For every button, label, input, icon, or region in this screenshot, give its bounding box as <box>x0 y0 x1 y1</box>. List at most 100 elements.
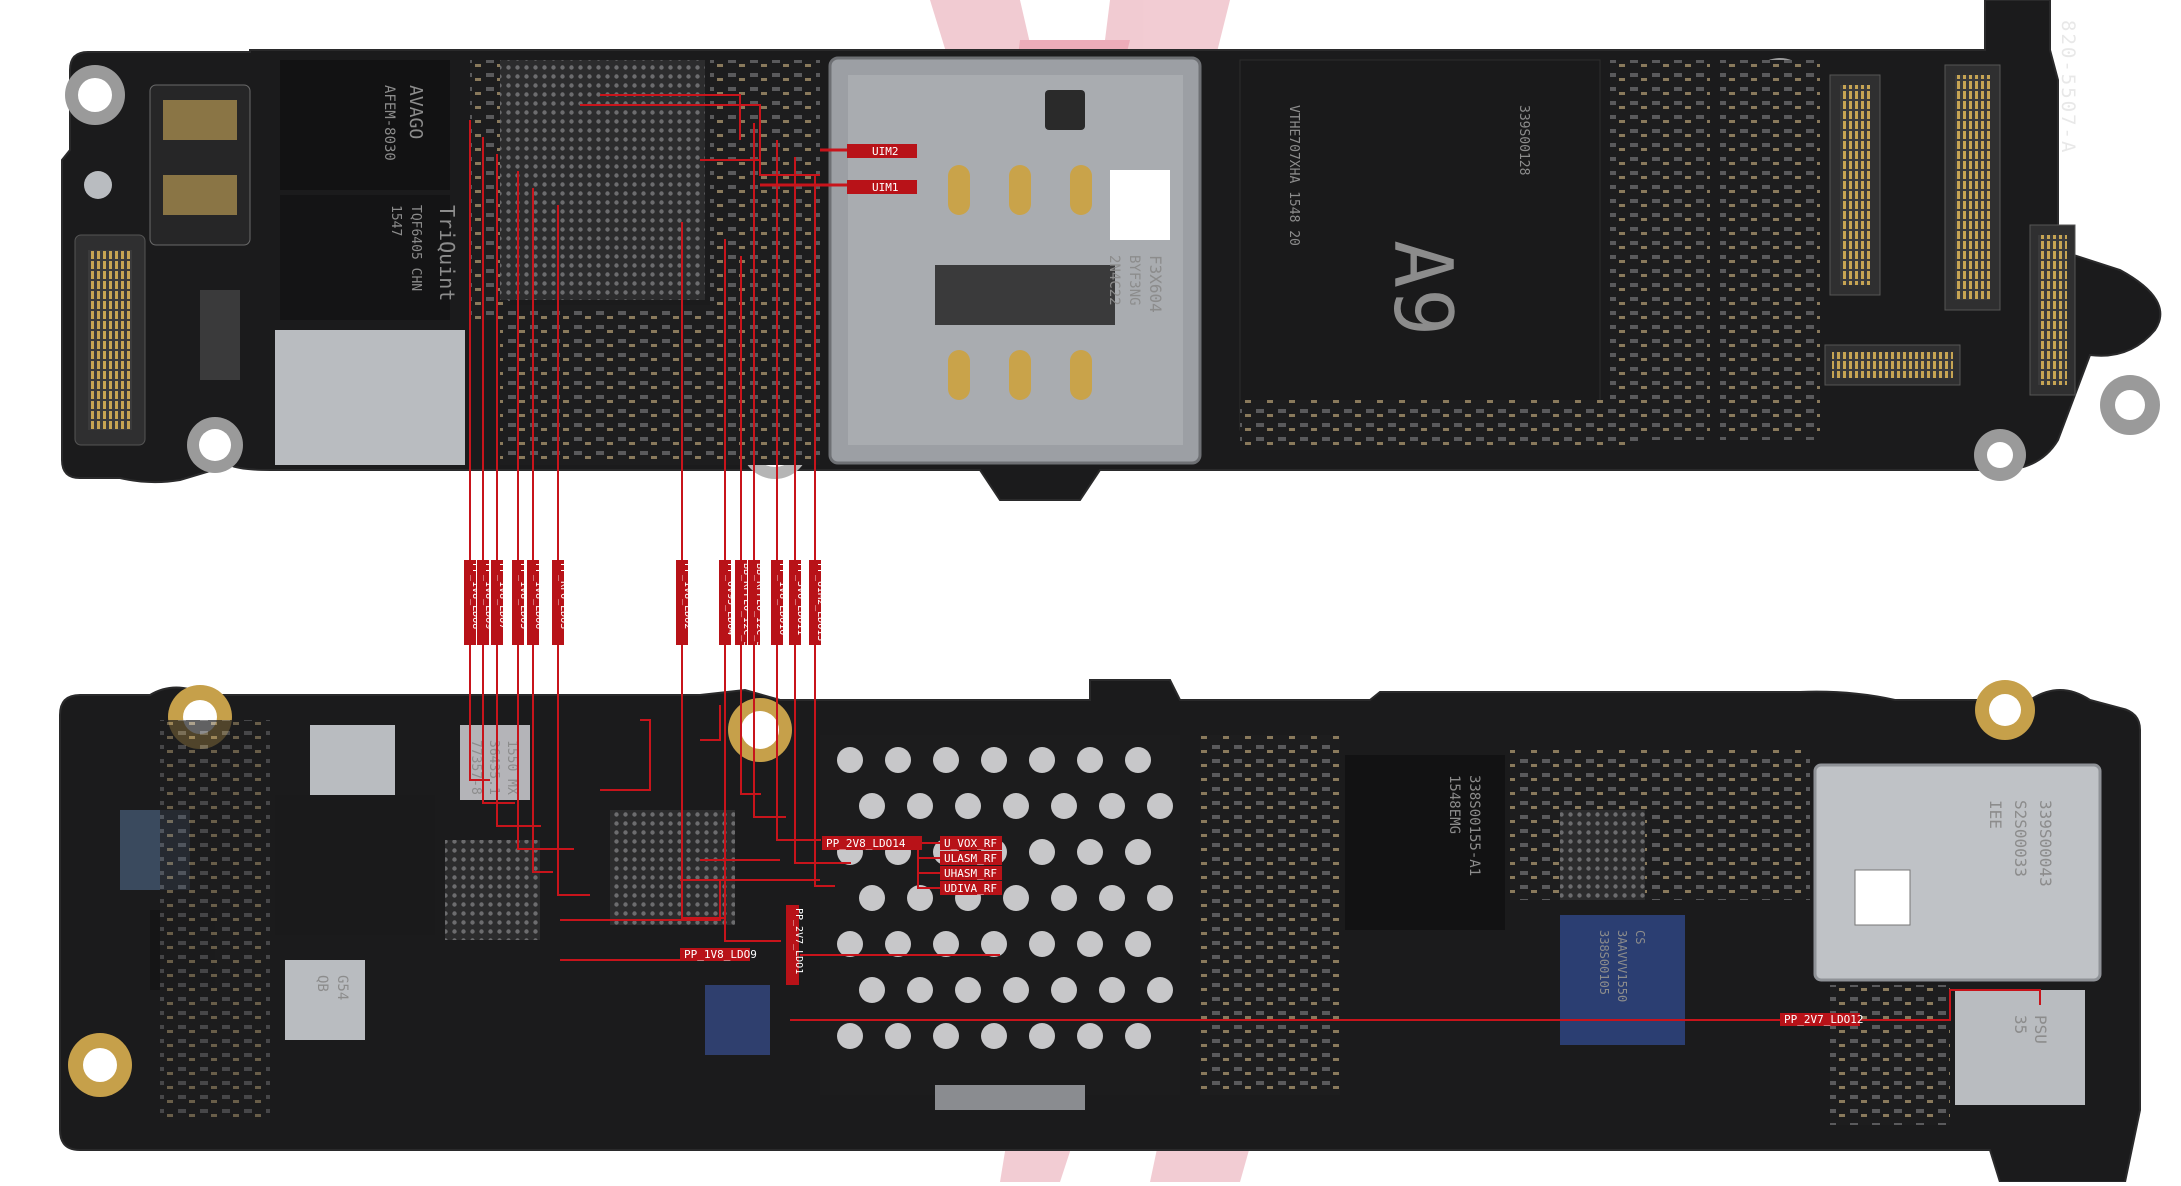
nand-pad <box>1147 793 1173 819</box>
label-ldo1: PP_2V7_LDO1 <box>793 908 804 974</box>
nand-pad <box>1147 977 1173 1003</box>
nand-pad <box>1029 1023 1055 1049</box>
signal-trace <box>814 174 835 887</box>
triquint-chip-code: TQF6405 CHN <box>408 205 423 291</box>
vertical-net-label-bg <box>552 560 564 645</box>
label-ldo9b-bg <box>680 948 750 961</box>
label-ldo9b: PP_1V8_LDO9 <box>684 948 757 961</box>
nand-pad <box>1077 1023 1103 1049</box>
chip-338s00105-line2: 3AAVVV1550 <box>1615 930 1629 1002</box>
signal-trace <box>580 104 820 176</box>
sim-tray-sub: BYF3NG <box>1126 255 1142 306</box>
signal-trace <box>776 140 821 841</box>
sim-qr-code <box>1110 170 1170 240</box>
vertical-net-label: PP_0V95_LDO4 <box>725 563 736 635</box>
bottom-shield-large <box>1813 763 2102 982</box>
nand-pad <box>1125 931 1151 957</box>
label-uim2: UIM2 <box>872 145 899 158</box>
signal-trace <box>600 719 651 791</box>
bottom-connector-strip <box>935 1085 1085 1110</box>
label-ldo12-bg <box>1780 1013 1860 1026</box>
nand-pad <box>885 931 911 957</box>
vertical-net-label-bg <box>809 560 821 645</box>
signal-trace <box>790 989 2041 1021</box>
sim-tray-sub2: 2N4C22 <box>1106 255 1122 306</box>
right-passives <box>1720 60 1820 440</box>
a9-cpu <box>1239 59 1601 431</box>
nand-pad <box>1051 885 1077 911</box>
battery-connector-pins <box>163 100 237 140</box>
shield-line2: S2S00033 <box>2011 800 2030 877</box>
chip-77357-line2: 36435.1 <box>486 740 501 795</box>
bottom-left-passives <box>160 720 270 1120</box>
label-uim1: UIM1 <box>872 181 899 194</box>
nand-pad <box>859 977 885 1003</box>
label-uim1-bg <box>847 180 917 194</box>
nand-pad <box>837 747 863 773</box>
a9-cpu-line2: VTHE707XHA 1548 20 <box>1286 105 1301 246</box>
vertical-net-label: PP_RF0_LDO3 <box>558 563 569 629</box>
vertical-net-label: PP_1V8_LDO10 <box>777 563 788 635</box>
nand-pad <box>859 793 885 819</box>
signal-trace <box>557 205 590 896</box>
top-right-connector-4-pins <box>1832 352 1953 378</box>
label-ldo14: PP_2V8_LDO14 <box>826 837 906 850</box>
nand-pad <box>955 977 981 1003</box>
nand-pad <box>837 931 863 957</box>
mount-hole-top-left-2 <box>187 417 243 473</box>
nand-pads <box>837 747 1173 1049</box>
bottom-blue-chip-2 <box>705 985 770 1055</box>
label-uvox: U_VOX_RF <box>944 837 997 850</box>
a9-cpu-label: A9 <box>1376 240 1469 336</box>
vertical-net-label: PP_1V8_LDO8 <box>470 563 481 629</box>
nand-pad <box>1125 1023 1151 1049</box>
signal-trace <box>532 188 553 873</box>
nand-pad <box>1029 931 1055 957</box>
nand-pad <box>907 977 933 1003</box>
mount-hole-bottom-right <box>1975 680 2035 740</box>
label-ldo1-bg <box>786 905 799 985</box>
vertical-net-label-bg <box>719 560 731 645</box>
cpu-passives-bottom <box>1240 400 1640 450</box>
nand-pad <box>885 747 911 773</box>
sim-tray-code: F3X604 <box>1146 255 1165 313</box>
nand-pad <box>859 885 885 911</box>
signal-trace <box>794 157 851 864</box>
vertical-net-label-bg <box>735 560 747 645</box>
bottom-chip-338s00155 <box>1345 755 1505 930</box>
shield-line3: IEE <box>1986 800 2005 829</box>
nand-pad <box>981 931 1007 957</box>
signal-trace <box>724 239 781 942</box>
chip-338s00105-line3: CS <box>1633 930 1647 944</box>
label-ldo14-bg <box>822 836 922 850</box>
chip-qb-line1: QB <box>314 975 330 992</box>
nand-pad <box>907 885 933 911</box>
label-uhasm-bg <box>940 866 1002 880</box>
sim-contacts <box>948 165 1092 400</box>
chip-psu-line1: 35 <box>2011 1015 2030 1034</box>
label-udiva: UDIVA_RF <box>944 882 997 895</box>
signal-trace <box>517 171 574 850</box>
signal-trace <box>753 123 786 818</box>
chip-qb-line2: G54 <box>334 975 350 1000</box>
nand-pad <box>1029 839 1055 865</box>
vertical-net-label-bg <box>748 560 760 645</box>
chip-psu-line2: PSU <box>2031 1015 2050 1044</box>
nand-pad <box>1051 977 1077 1003</box>
mount-hole-top-right-4 <box>1974 429 2026 481</box>
top-right-connector-3-pins <box>2038 235 2067 385</box>
vertical-net-label-bg <box>512 560 524 645</box>
nand-pad <box>837 1023 863 1049</box>
vertical-net-label-bg <box>789 560 801 645</box>
vertical-net-label-bg <box>771 560 783 645</box>
vertical-net-label: PP_1V8_LDO7 <box>497 563 508 629</box>
nand-pad <box>1003 793 1029 819</box>
nand-pad <box>1003 885 1029 911</box>
top-board: AVAGO AFEM-8030 TriQuint TQF6405 CHN 154… <box>61 0 2162 501</box>
nand-pad <box>885 1023 911 1049</box>
vertical-net-label-bg <box>464 560 476 645</box>
bottom-chip-psu <box>1955 990 2085 1105</box>
